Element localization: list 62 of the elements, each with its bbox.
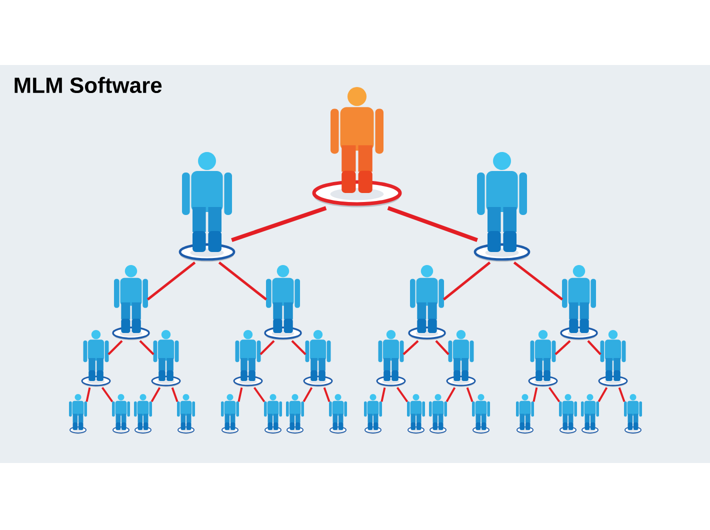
connector-line — [146, 262, 196, 300]
person-icon — [429, 394, 447, 434]
connector-line — [380, 387, 386, 402]
connector-line — [532, 387, 538, 402]
connector-line — [139, 340, 154, 356]
person-icon — [624, 394, 642, 434]
connector-line — [598, 387, 608, 402]
connector-line — [150, 387, 161, 402]
connector-line — [238, 387, 243, 402]
person-icon — [528, 330, 558, 387]
person-icon — [264, 394, 282, 434]
connector-line — [435, 340, 450, 356]
person-icon — [446, 330, 476, 387]
person-icon — [329, 394, 347, 434]
connector-line — [446, 387, 456, 402]
connector-line — [171, 387, 178, 402]
connector-line — [260, 340, 275, 356]
connector-line — [466, 387, 474, 402]
person-icon — [364, 394, 382, 434]
connector-line — [218, 262, 268, 300]
connector-line — [253, 387, 266, 402]
person-icon — [559, 394, 577, 434]
person-icon — [151, 330, 181, 387]
connector-line — [548, 387, 560, 402]
person-icon — [560, 264, 598, 340]
person-icon — [134, 394, 152, 434]
person-icon — [221, 394, 239, 434]
title: MLM Software — [14, 76, 162, 94]
connector-line — [86, 387, 91, 402]
person-icon — [598, 330, 628, 387]
person-icon — [474, 152, 530, 262]
connector-line — [402, 340, 419, 356]
person-icon — [178, 152, 236, 262]
connector-line — [396, 387, 408, 402]
person-icon — [376, 330, 406, 387]
person-icon — [472, 394, 490, 434]
person-icon — [177, 394, 195, 434]
connector-line — [323, 387, 330, 402]
person-icon — [233, 330, 263, 387]
person-icon — [312, 86, 402, 208]
connector-line — [442, 262, 491, 300]
person-icon — [516, 394, 534, 434]
connector-line — [618, 387, 626, 402]
person-icon — [407, 394, 425, 434]
person-icon — [81, 330, 111, 387]
person-icon — [408, 264, 446, 340]
connector-line — [387, 206, 478, 242]
connector-line — [513, 262, 564, 301]
person-icon — [286, 394, 304, 434]
connector-line — [302, 387, 313, 402]
person-icon — [303, 330, 333, 387]
person-icon — [112, 264, 150, 340]
connector-line — [231, 206, 327, 242]
person-icon — [581, 394, 599, 434]
connector-line — [554, 340, 571, 356]
connector-line — [101, 387, 114, 402]
connector-line — [291, 340, 306, 356]
person-icon — [69, 394, 87, 434]
person-icon — [264, 264, 302, 340]
connector-line — [587, 340, 602, 356]
person-icon — [112, 394, 130, 434]
connector-line — [108, 340, 123, 356]
